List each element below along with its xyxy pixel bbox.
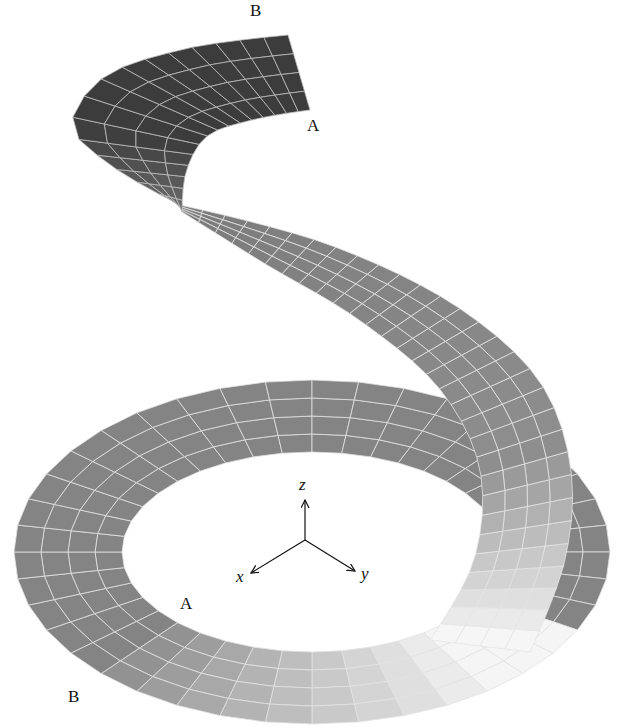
ring-mesh-cell <box>14 525 44 552</box>
ring-mesh-cell <box>312 669 350 688</box>
curl-mesh-cell <box>176 199 182 212</box>
ring-mesh-cell <box>396 689 448 715</box>
ribbon-mesh-cell <box>182 210 200 222</box>
flat-ring-mesh <box>14 380 610 724</box>
ring-mesh-cell <box>95 534 124 552</box>
ribbon-mesh-cell <box>451 589 485 607</box>
end-label: B <box>68 688 79 705</box>
ring-mesh-cell <box>18 576 55 605</box>
ring-mesh-cell <box>278 434 312 453</box>
ring-mesh-cell <box>68 552 98 573</box>
twisted-ribbon-mesh <box>180 205 573 652</box>
ring-mesh-cell <box>312 416 350 435</box>
ring-mesh-cell <box>265 704 312 724</box>
end-label: A <box>307 117 319 134</box>
ring-mesh-cell <box>41 552 71 576</box>
ring-mesh-cell <box>14 552 44 579</box>
ring-mesh-cell <box>312 398 354 418</box>
ring-mesh-cell <box>270 398 312 418</box>
ring-mesh-cell <box>312 704 359 724</box>
ring-mesh-cell <box>312 434 346 453</box>
ring-mesh-cell <box>278 651 312 670</box>
curl-mesh-cell <box>290 91 310 111</box>
ring-mesh-cell <box>312 651 346 670</box>
ribbon-mesh-cell <box>461 571 493 590</box>
ribbon-mesh-cell <box>215 228 236 243</box>
ribbon-mesh-cell <box>469 551 498 572</box>
curl-mesh-cell <box>172 187 183 200</box>
top-curl-mesh <box>73 35 310 212</box>
ring-mesh-cell <box>41 528 71 552</box>
ring-mesh-cell <box>580 525 610 552</box>
z-axis <box>304 500 305 540</box>
ring-mesh-cell <box>95 552 124 570</box>
curl-mesh-cell <box>281 73 304 94</box>
ring-mesh-cell <box>101 661 152 691</box>
ring-mesh-cell <box>312 686 354 706</box>
axis-label: x <box>236 568 244 585</box>
ring-mesh-cell <box>220 698 270 721</box>
end-label: B <box>250 2 261 19</box>
ribbon-mesh-cell <box>441 607 476 625</box>
ring-mesh-cell <box>570 499 607 528</box>
curl-mesh-cell <box>273 54 299 75</box>
curl-mesh-cell <box>264 35 294 56</box>
axis-label: y <box>361 565 369 582</box>
ring-mesh-cell <box>312 380 359 400</box>
ribbon-mesh-cell <box>232 238 254 254</box>
ring-mesh-cell <box>354 698 404 721</box>
curl-mesh-cell <box>168 175 185 189</box>
ring-mesh-cell <box>68 531 98 552</box>
ring-mesh-cell <box>270 686 312 706</box>
ring-mesh-cell <box>354 382 404 405</box>
ribbon-mesh-cell <box>199 219 218 233</box>
ring-mesh-cell <box>580 552 610 579</box>
axis-label: z <box>299 476 306 493</box>
ring-mesh-cell <box>220 382 270 405</box>
end-label: A <box>180 595 192 612</box>
ribbon-mesh-cell <box>430 624 465 643</box>
x-axis <box>251 540 305 573</box>
ring-mesh-cell <box>274 669 312 688</box>
ring-mesh-cell <box>265 380 312 400</box>
ring-mesh-cell <box>177 388 229 414</box>
y-axis <box>305 540 355 571</box>
ring-mesh-cell <box>274 416 312 435</box>
coordinate-axes <box>251 500 355 573</box>
